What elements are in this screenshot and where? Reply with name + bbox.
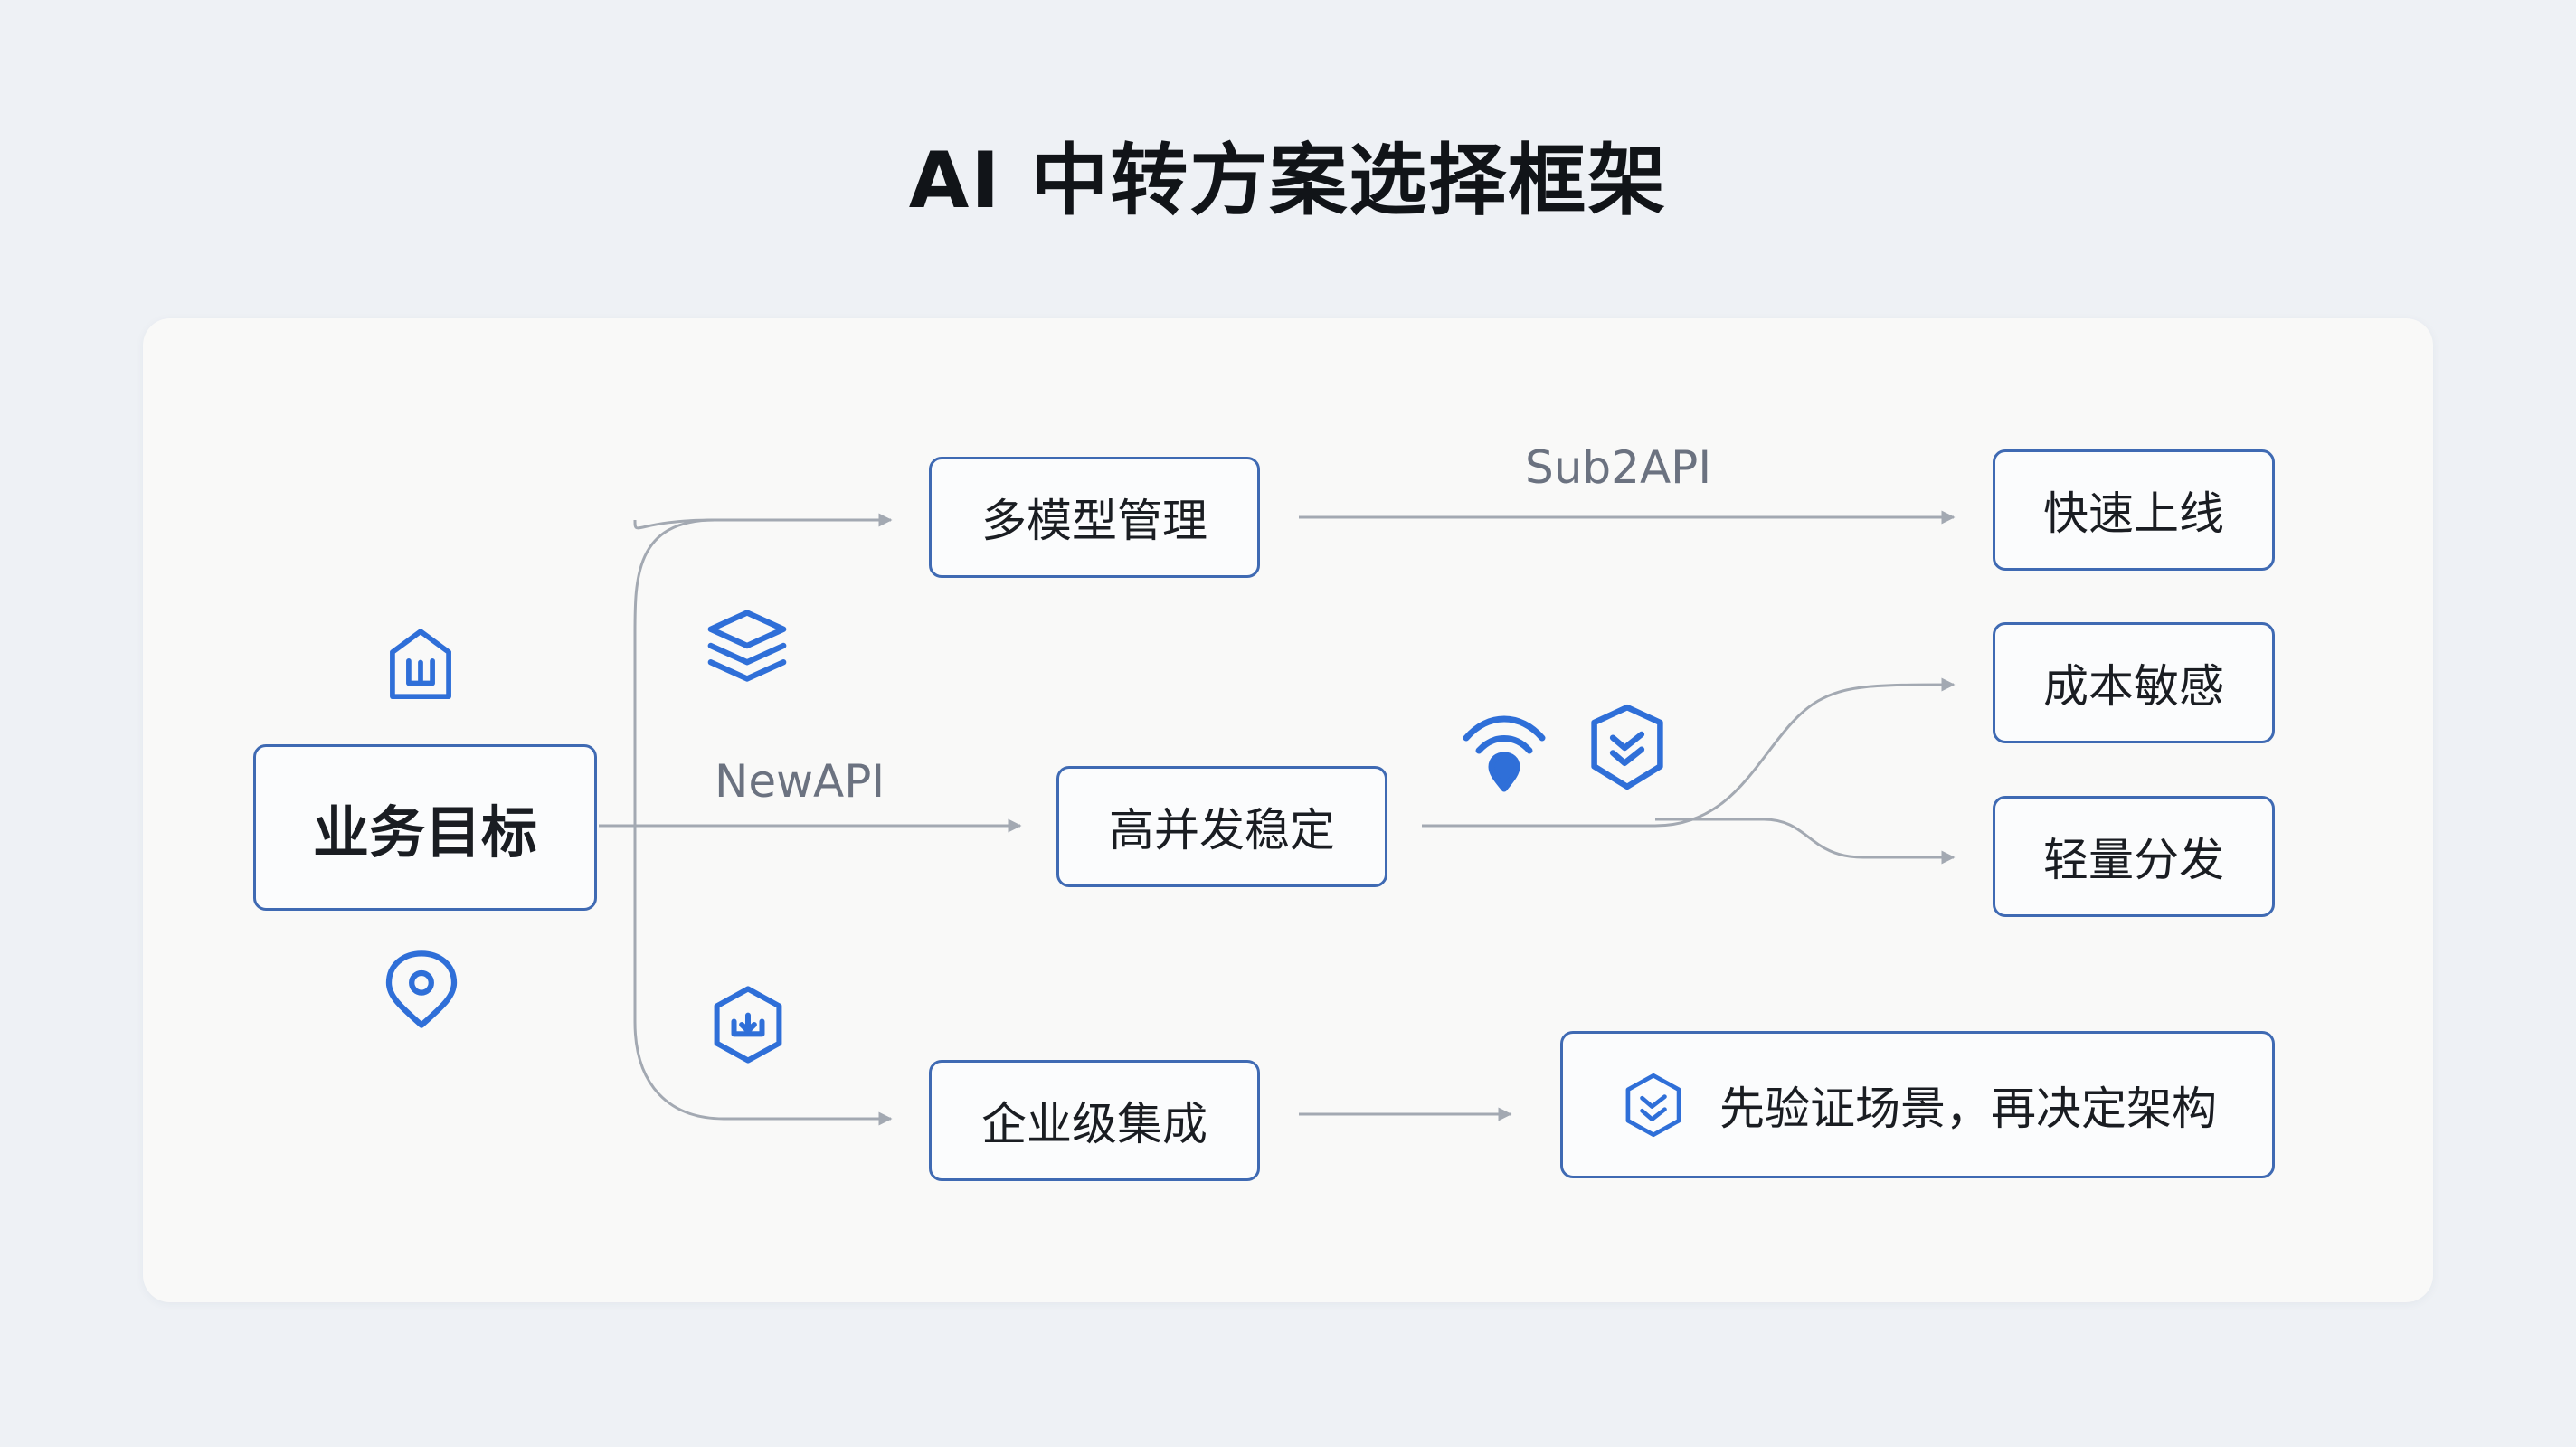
building-icon: [384, 624, 458, 705]
validate-label: 先验证场景，再决定架构: [1719, 1082, 2217, 1135]
layers-icon: [706, 608, 789, 684]
node-fast-launch: 快速上线: [1993, 449, 2275, 571]
shield-check-icon: [1589, 702, 1665, 792]
page-title: AI 中转方案选择框架: [908, 136, 1668, 226]
node-lightweight-distribution: 轻量分发: [1993, 796, 2275, 917]
edge-label-sub2api: Sub2API: [1525, 441, 1712, 494]
package-icon: [709, 984, 787, 1065]
edge-high-concurrency-to-cost: [1422, 677, 1956, 828]
edge-high-concurrency-to-lightweight: [1655, 818, 1956, 865]
shield-check-icon: [1618, 1070, 1689, 1140]
node-high-concurrency: 高并发稳定: [1056, 766, 1387, 887]
node-business-goal: 业务目标: [253, 744, 597, 911]
node-multi-model-management: 多模型管理: [929, 457, 1260, 578]
node-cost-sensitive: 成本敏感: [1993, 622, 2275, 743]
node-validate-then-architect: 先验证场景，再决定架构: [1560, 1031, 2275, 1178]
location-pin-icon: [381, 948, 462, 1031]
edge-branch-trunk: [633, 518, 893, 1126]
wifi-pin-icon: [1459, 705, 1549, 792]
node-enterprise-integration: 企业级集成: [929, 1060, 1260, 1181]
edge-label-newapi: NewAPI: [715, 755, 886, 808]
